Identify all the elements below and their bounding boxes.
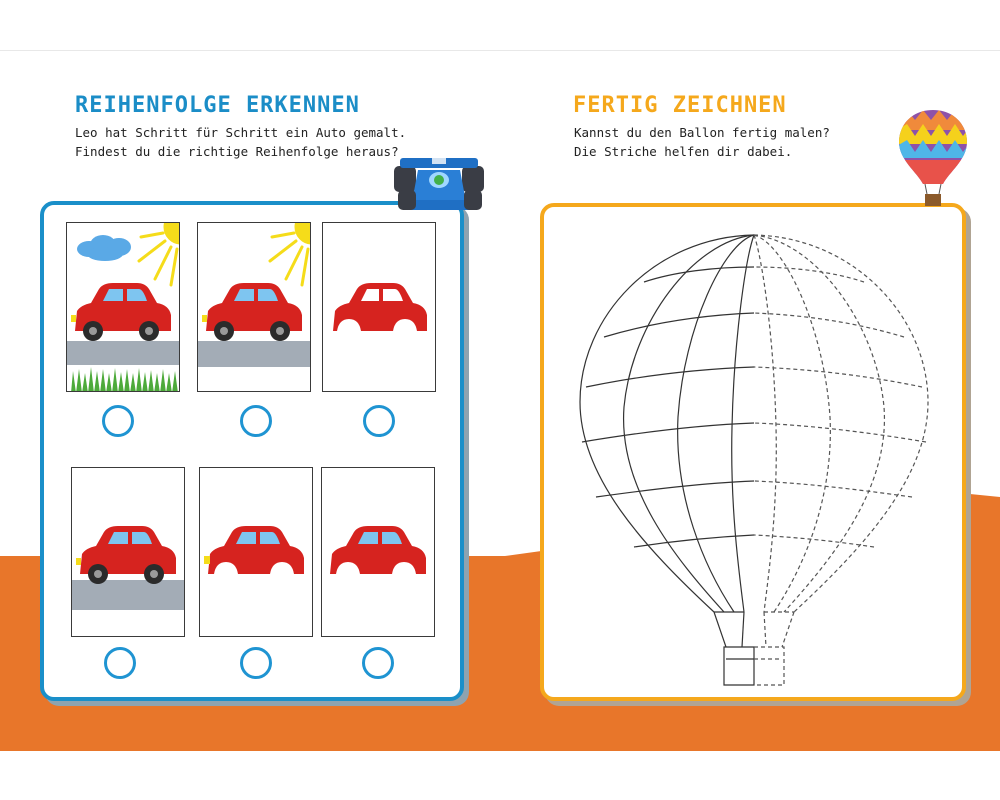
activity-book-spread: REIHENFOLGE ERKENNEN Leo hat Schritt für… bbox=[0, 50, 1000, 751]
picture-frame-3 bbox=[322, 222, 436, 392]
answer-circle-3[interactable] bbox=[363, 405, 395, 437]
left-instruction-line-1: Leo hat Schritt für Schritt ein Auto gem… bbox=[75, 125, 407, 140]
answer-circle-5[interactable] bbox=[240, 647, 272, 679]
picture-frame-1 bbox=[66, 222, 180, 392]
car-icon bbox=[76, 526, 176, 584]
sequence-panel bbox=[40, 201, 464, 701]
answer-circle-4[interactable] bbox=[104, 647, 136, 679]
car-icon bbox=[202, 283, 302, 341]
cloud-icon bbox=[77, 235, 131, 261]
picture-frame-2 bbox=[197, 222, 311, 392]
answer-circle-1[interactable] bbox=[102, 405, 134, 437]
car-icon bbox=[330, 526, 426, 574]
left-instruction-line-2: Findest du die richtige Reihenfolge hera… bbox=[75, 144, 399, 159]
right-instruction-line-2: Die Striche helfen dir dabei. bbox=[574, 144, 793, 159]
car-icon bbox=[71, 283, 171, 341]
picture-frame-5 bbox=[199, 467, 313, 637]
car-icon bbox=[204, 526, 304, 574]
sun-icon bbox=[137, 223, 179, 287]
hot-air-balloon-icon bbox=[899, 110, 967, 206]
right-page-instructions: Kannst du den Ballon fertig malen? Die S… bbox=[574, 123, 830, 161]
picture-frame-4 bbox=[71, 467, 185, 637]
answer-circle-6[interactable] bbox=[362, 647, 394, 679]
picture-frame-6 bbox=[321, 467, 435, 637]
balloon-outline-drawing bbox=[579, 234, 929, 686]
race-car-icon bbox=[394, 158, 484, 210]
left-page-instructions: Leo hat Schritt für Schritt ein Auto gem… bbox=[75, 123, 406, 161]
right-instruction-line-1: Kannst du den Ballon fertig malen? bbox=[574, 125, 830, 140]
sun-icon bbox=[268, 223, 310, 287]
left-page-title: REIHENFOLGE ERKENNEN bbox=[75, 93, 360, 118]
drawing-panel bbox=[540, 203, 966, 701]
car-icon bbox=[333, 283, 427, 331]
answer-circle-2[interactable] bbox=[240, 405, 272, 437]
right-page-title: FERTIG ZEICHNEN bbox=[573, 93, 787, 118]
